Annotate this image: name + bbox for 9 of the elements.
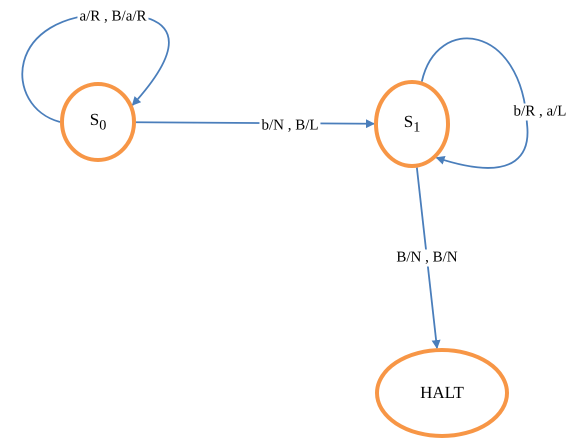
self-loop-arrow xyxy=(420,38,528,169)
state-name: S$_{1}$ xyxy=(404,112,420,136)
edge-label: B/N , B/N xyxy=(394,250,460,266)
edge-label: b/R , a/L xyxy=(512,104,568,120)
state-name: HALT xyxy=(420,383,464,403)
transition-arrow xyxy=(416,168,441,350)
edge-label: b/N , B/L xyxy=(259,118,321,134)
state-name: S$_{0}$ xyxy=(90,110,106,134)
edge-label: a/R , B/a/R xyxy=(77,8,149,26)
